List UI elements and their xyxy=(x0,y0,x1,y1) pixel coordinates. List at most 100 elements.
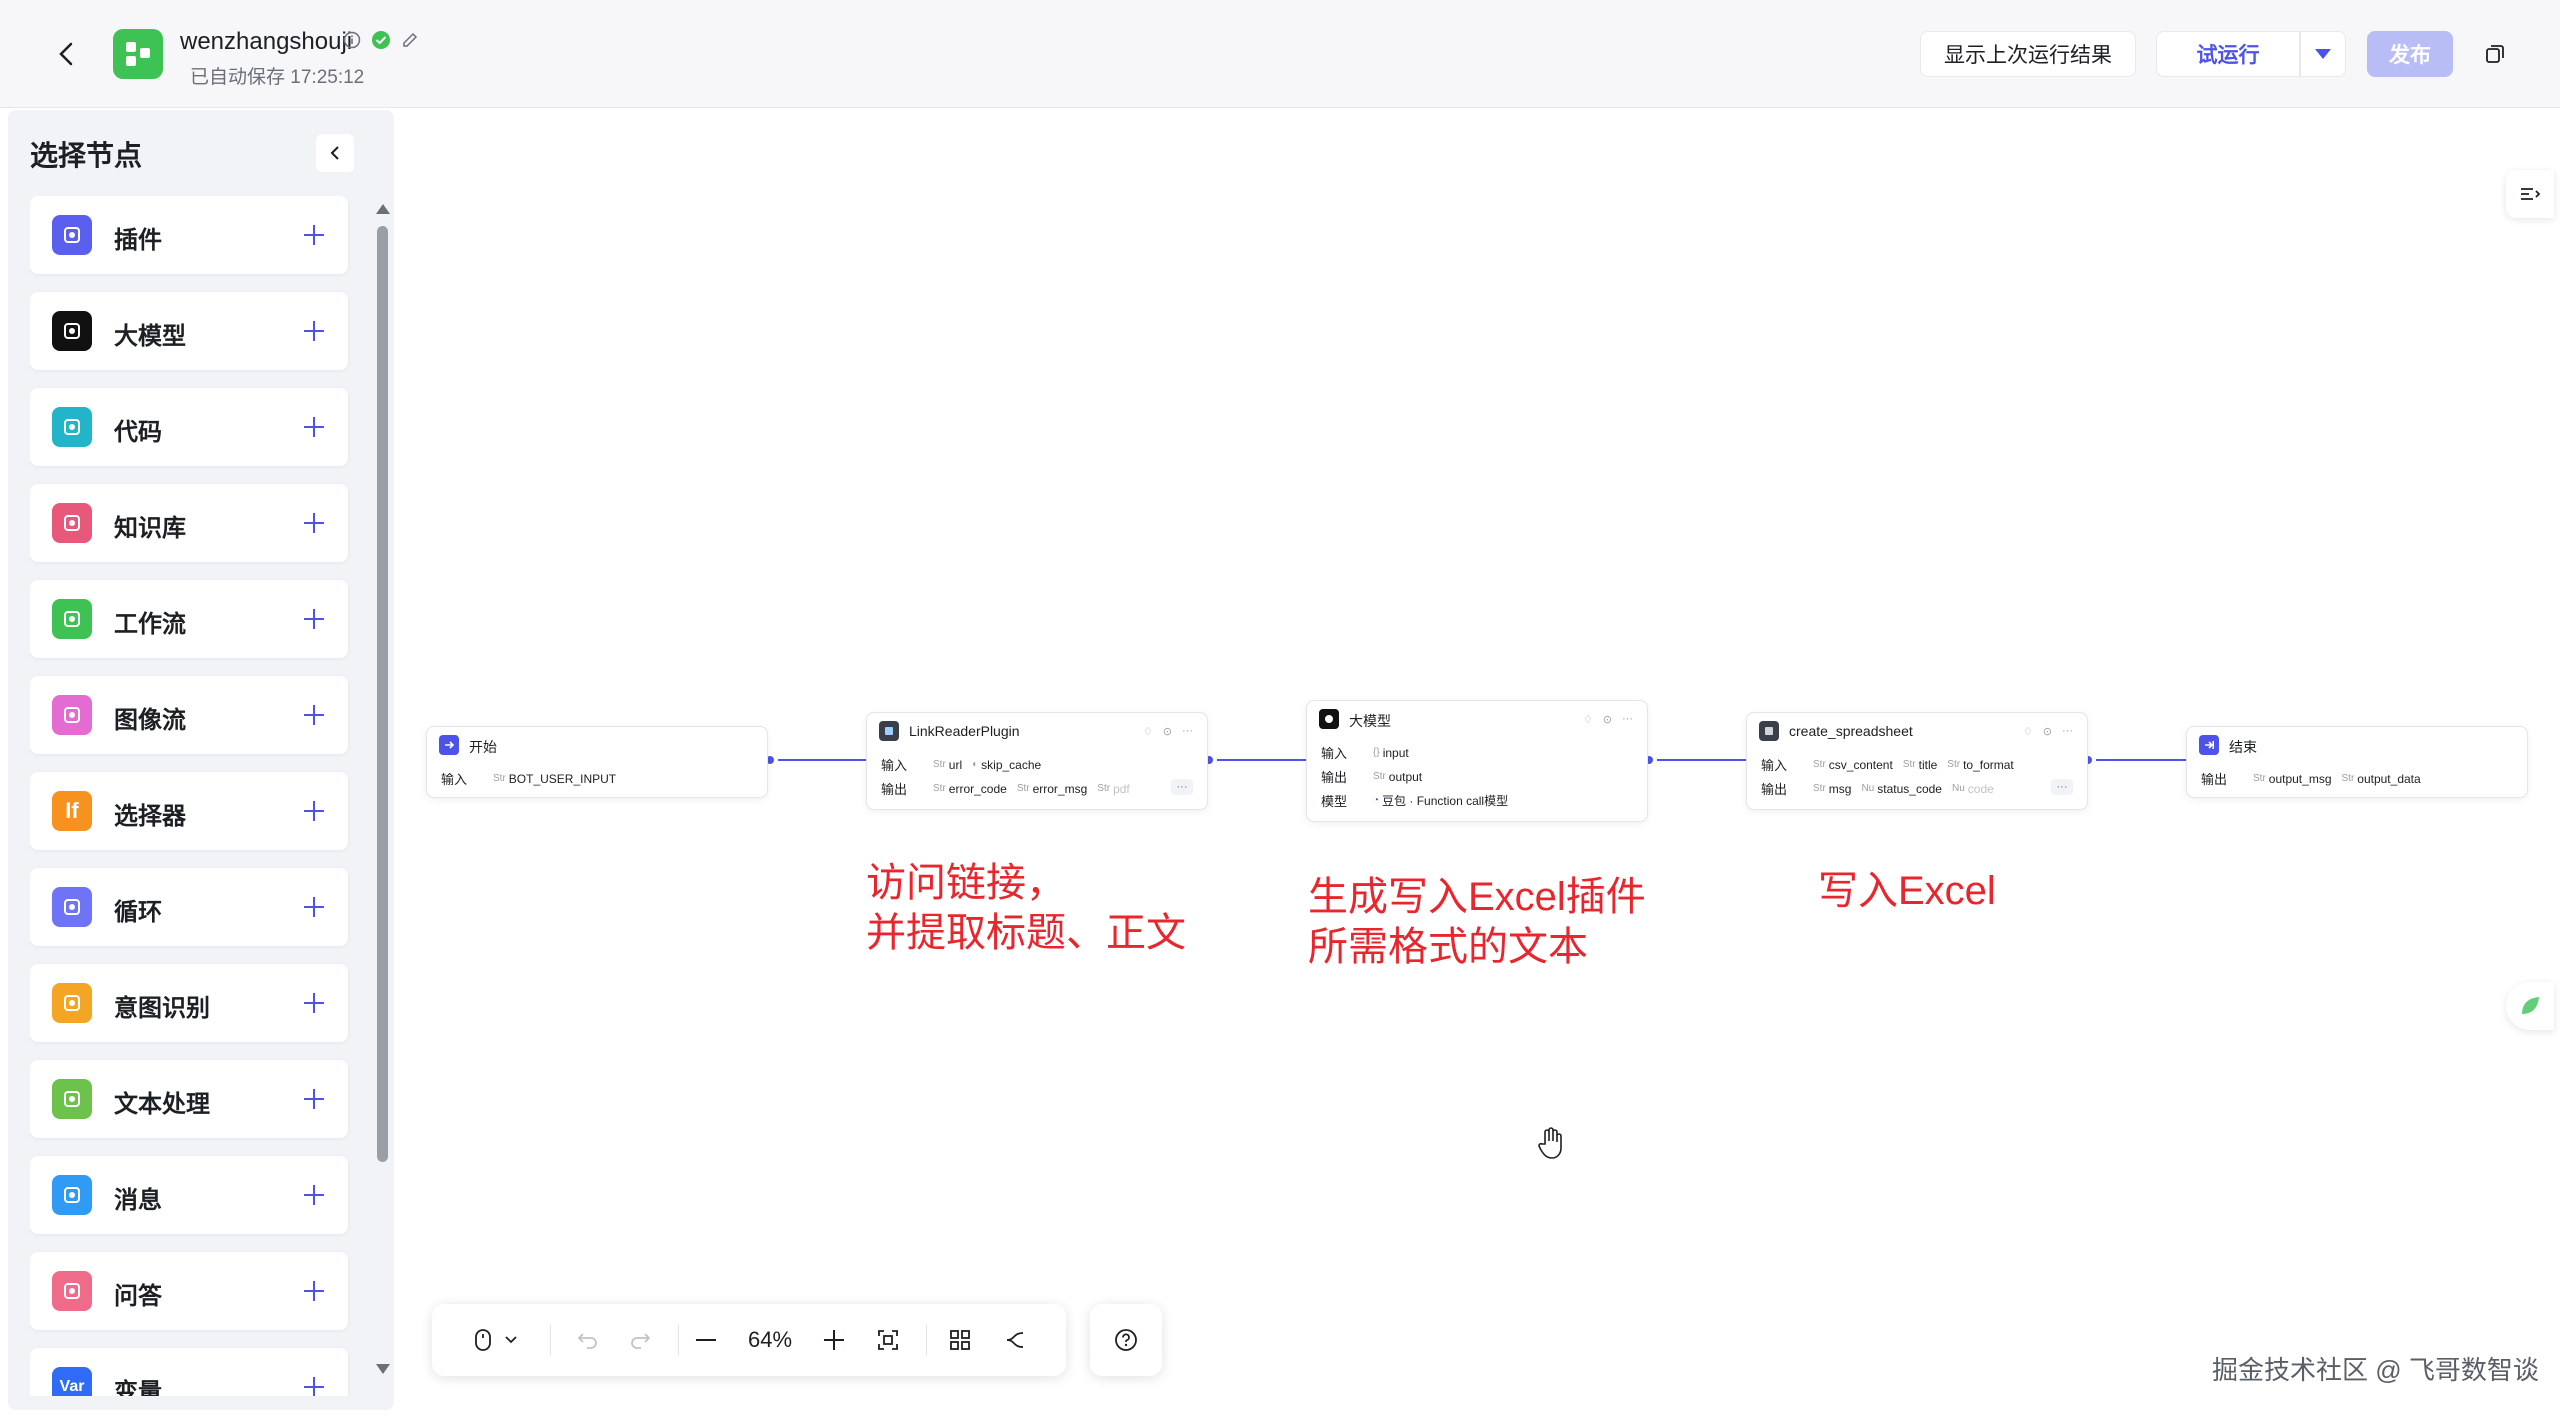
line-style-button[interactable] xyxy=(994,1320,1034,1360)
end-icon xyxy=(2199,735,2219,755)
copy-button[interactable] xyxy=(2472,31,2518,77)
sidebar-collapse-button[interactable] xyxy=(316,134,354,172)
add-node-button[interactable] xyxy=(294,695,334,735)
zoom-in-button[interactable] xyxy=(814,1320,854,1360)
node-title: 大模型 xyxy=(1349,713,1391,729)
add-node-button[interactable] xyxy=(294,791,334,831)
sidebar-node-workflow[interactable]: 工作流 xyxy=(30,580,348,658)
back-button[interactable] xyxy=(46,34,86,74)
add-node-button[interactable] xyxy=(294,887,334,927)
sidebar-node-code[interactable]: 代码 xyxy=(30,388,348,466)
more-tags-button[interactable]: ··· xyxy=(1171,779,1193,795)
scroll-thumb[interactable] xyxy=(377,226,388,1162)
plus-icon xyxy=(304,513,324,533)
plus-icon xyxy=(304,417,324,437)
chevron-down-icon xyxy=(505,1336,517,1344)
sidebar-node-label: 问答 xyxy=(114,1283,162,1310)
sidebar-node-loop[interactable]: 循环 xyxy=(30,868,348,946)
edit-icon[interactable] xyxy=(401,31,419,49)
plus-icon xyxy=(304,1089,324,1109)
output-key: 输出 xyxy=(1321,770,1348,785)
node-tools[interactable]: ♢⊙··· xyxy=(1143,725,1193,738)
publish-button[interactable]: 发布 xyxy=(2367,31,2453,77)
sidebar-node-label: 选择器 xyxy=(114,803,186,830)
undo-button[interactable] xyxy=(568,1320,608,1360)
redo-icon xyxy=(631,1333,651,1349)
input-key: 输入 xyxy=(881,758,908,773)
bell-icon: ♢ xyxy=(1582,714,1593,726)
sidebar-node-imageflow[interactable]: 图像流 xyxy=(30,676,348,754)
help-button[interactable] xyxy=(1090,1304,1162,1376)
scroll-down-arrow[interactable] xyxy=(376,1364,390,1374)
more-tags-button[interactable]: ··· xyxy=(2051,779,2073,795)
workflow-icon xyxy=(52,599,92,639)
trial-run-button[interactable]: 试运行 xyxy=(2156,31,2300,77)
plugin-icon xyxy=(52,215,92,255)
auto-layout-button[interactable] xyxy=(940,1320,980,1360)
add-node-button[interactable] xyxy=(294,1079,334,1119)
zoom-level[interactable]: 64% xyxy=(747,1327,793,1352)
add-node-button[interactable] xyxy=(294,503,334,543)
interaction-mode-select[interactable] xyxy=(460,1320,532,1360)
add-node-button[interactable] xyxy=(294,1367,334,1396)
sidebar-node-message[interactable]: 消息 xyxy=(30,1156,348,1234)
input-key: 输入 xyxy=(441,772,468,787)
add-node-button[interactable] xyxy=(294,1271,334,1311)
sidebar-node-knowledge[interactable]: 知识库 xyxy=(30,484,348,562)
sidebar-node-llm[interactable]: 大模型 xyxy=(30,292,348,370)
node-tools[interactable]: ♢⊙··· xyxy=(1583,713,1633,726)
caret-down-icon xyxy=(2315,49,2331,59)
sidebar-node-label: 变量 xyxy=(114,1379,162,1396)
trial-run-dropdown[interactable] xyxy=(2300,31,2346,77)
info-icon[interactable] xyxy=(343,31,361,49)
redo-button[interactable] xyxy=(620,1320,660,1360)
add-node-button[interactable] xyxy=(294,407,334,447)
more-icon: ··· xyxy=(2062,725,2073,737)
input-key: 输入 xyxy=(1321,746,1348,761)
assistant-button[interactable] xyxy=(2506,982,2554,1030)
knowledge-icon xyxy=(52,503,92,543)
output-key: 输出 xyxy=(881,782,908,797)
copy-icon xyxy=(2486,45,2504,63)
plus-icon xyxy=(304,321,324,341)
node-list-toggle[interactable] xyxy=(2506,170,2554,218)
sidebar-node-label: 工作流 xyxy=(114,611,186,638)
input-tag: ◐skip_cache xyxy=(972,757,1042,772)
add-node-button[interactable] xyxy=(294,311,334,351)
plus-icon xyxy=(304,705,324,725)
zoom-out-button[interactable] xyxy=(686,1320,726,1360)
sidebar-node-intent[interactable]: 意图识别 xyxy=(30,964,348,1042)
add-node-button[interactable] xyxy=(294,1175,334,1215)
scroll-up-arrow[interactable] xyxy=(376,204,390,214)
settings-icon: ⊙ xyxy=(1162,726,1172,738)
plugin-icon xyxy=(1759,721,1779,741)
add-node-button[interactable] xyxy=(294,215,334,255)
fit-view-button[interactable] xyxy=(868,1320,908,1360)
plus-icon xyxy=(304,1377,324,1396)
node-title: LinkReaderPlugin xyxy=(909,723,1020,739)
sidebar-node-plugin[interactable]: 插件 xyxy=(30,196,348,274)
add-node-button[interactable] xyxy=(294,983,334,1023)
node-tools[interactable]: ♢⊙··· xyxy=(2023,725,2073,738)
sidebar-node-label: 意图识别 xyxy=(114,995,210,1022)
sidebar-node-text-process[interactable]: 文本处理 xyxy=(30,1060,348,1138)
more-icon: ··· xyxy=(1622,713,1633,725)
sidebar-scrollbar[interactable] xyxy=(376,204,390,1384)
add-node-button[interactable] xyxy=(294,599,334,639)
show-last-run-button[interactable]: 显示上次运行结果 xyxy=(1920,31,2136,77)
sidebar-node-qa[interactable]: 问答 xyxy=(30,1252,348,1330)
